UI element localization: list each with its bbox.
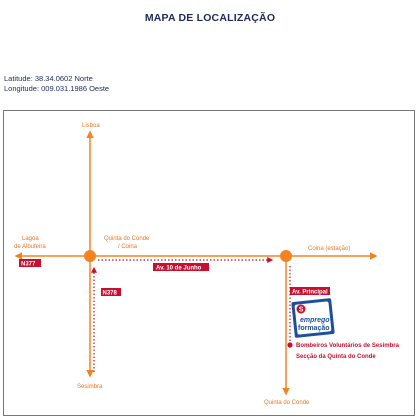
label-lisboa: Lisboa [82, 123, 100, 129]
roundabout-east [280, 250, 292, 262]
map-frame [3, 110, 415, 416]
destination-line-2: Secção da Quinta do Conde [296, 354, 376, 360]
label-sesimbra: Sesimbra [77, 384, 103, 390]
tag-av-10-junho-bg [153, 263, 209, 271]
tag-n378: N378 [103, 291, 118, 297]
label-lagoa-2: de Albufeira [14, 244, 46, 250]
emprego-formacao-logo: S emprego formação [291, 298, 335, 338]
logo-badge: S [299, 307, 304, 314]
tag-av-10-junho: Av. 10 de Junho [156, 266, 202, 272]
tag-av-principal: Av. Principal [292, 290, 328, 296]
longitude-text: Longitude: 009.031.1986 Oeste [4, 84, 110, 93]
label-lagoa-1: Lagoa [22, 236, 39, 242]
destination-marker [287, 342, 293, 348]
tag-n378-bg [101, 288, 121, 296]
latitude-text: Latitude: 38.34.0602 Norte [4, 74, 93, 83]
label-quinta-do-conde: Quinta do Conde [264, 400, 310, 406]
logo-word-formacao: formação [298, 325, 330, 332]
tag-av-principal-bg [290, 287, 330, 295]
label-quinta-coina-2: / Coina [118, 244, 138, 250]
coordinates-block: Latitude: 38.34.0602 Norte Longitude: 00… [4, 74, 109, 94]
destination-line-1: Bombeiros Voluntários de Sesimbra [296, 343, 400, 349]
tag-n377-bg [19, 259, 41, 267]
label-coina-estacao: Coina (estação) [308, 246, 350, 252]
tag-n377: N377 [21, 262, 36, 268]
label-quinta-coina-1: Quinta do Conde [104, 236, 150, 242]
logo-word-emprego: emprego [300, 317, 330, 324]
page-title: MAPA DE LOCALIZAÇÃO [144, 12, 276, 24]
roundabout-west [84, 250, 96, 262]
